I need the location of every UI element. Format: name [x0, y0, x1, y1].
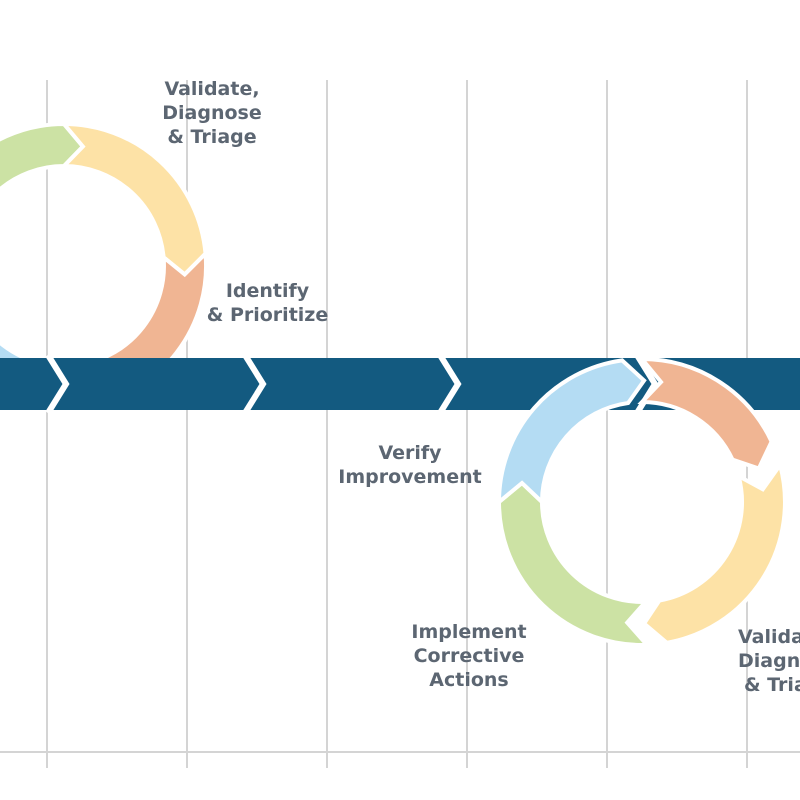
label-line: Implement	[411, 621, 527, 643]
chevron-divider	[45, 353, 70, 415]
label-validate-diagnose-triage: Validate, Diagnose & Triage	[142, 77, 282, 149]
label-implement-corrective-actions: Implement Corrective Actions	[400, 620, 538, 692]
label-line: Valida	[738, 626, 800, 648]
label-line: Verify	[378, 442, 442, 464]
label-line: Identify	[225, 280, 310, 302]
blue-segment	[496, 358, 647, 507]
label-line: Actions	[429, 669, 509, 691]
chevron-divider	[437, 353, 462, 415]
yellow-segment	[641, 460, 787, 645]
right-cycle	[496, 356, 787, 647]
label-verify-improvement: Verify Improvement	[335, 441, 485, 489]
label-line: & Triage	[167, 126, 257, 148]
label-line: Diagn	[738, 650, 800, 672]
label-line: Improvement	[338, 466, 482, 488]
green-segment	[0, 121, 86, 192]
label-line: & Prioritize	[206, 304, 329, 326]
chevron-divider	[242, 353, 267, 415]
orange-segment	[637, 356, 774, 471]
label-line: Corrective	[413, 645, 525, 667]
label-identify-prioritize: Identify & Prioritize	[200, 279, 335, 327]
label-line: Diagnose	[162, 102, 262, 124]
label-validate-diagnose-triage-partial: Valida Diagn & Tria	[738, 625, 800, 697]
label-line: Validate,	[164, 78, 260, 100]
label-line: & Tria	[744, 674, 800, 696]
